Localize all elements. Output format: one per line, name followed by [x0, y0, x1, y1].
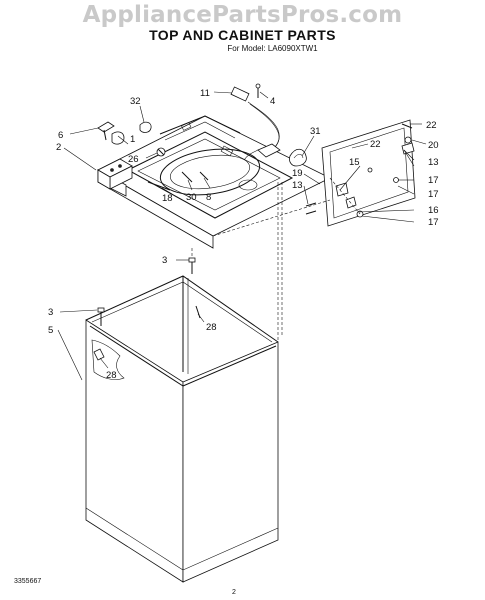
callout-13-left: 13	[292, 180, 303, 191]
callout-6: 6	[58, 130, 63, 141]
alignment-lines	[191, 177, 361, 342]
lid-assembly	[305, 119, 416, 227]
document-number: 3355667	[14, 578, 42, 585]
callout-28-front: 28	[106, 370, 117, 381]
top-panel	[97, 115, 331, 249]
leader-lines	[57, 91, 427, 381]
callout-3-left: 3	[48, 307, 53, 318]
callout-1: 1	[130, 134, 135, 145]
callout-22-left: 22	[370, 139, 381, 150]
callout-11: 11	[200, 88, 210, 99]
callout-31: 32	[130, 96, 141, 107]
callout-16: 17	[428, 175, 439, 186]
callout-15: 16	[428, 205, 439, 216]
callout-28-cabinet: 28	[206, 322, 217, 333]
callout-3-top: 3	[162, 255, 167, 266]
callout-2: 2	[56, 142, 61, 153]
site-watermark: AppliancePartsPros.com	[82, 2, 403, 28]
callout-8: 8	[206, 192, 211, 203]
page-number: 2	[232, 589, 236, 596]
callout-30: 30	[186, 192, 197, 203]
model-number: For Model: LA6090XTW1	[227, 44, 318, 53]
callout-18: 18	[162, 193, 173, 204]
callout-13-right: 13	[428, 157, 439, 168]
top-hardware	[97, 83, 307, 191]
callout-labels: 6 1 2 32 26 18 30 8 11 4 31 22 22 20 15 …	[48, 88, 439, 381]
callout-22-right: 22	[426, 120, 437, 131]
callout-19: 19	[292, 168, 303, 179]
cabinet	[85, 257, 279, 583]
callout-26: 26	[128, 154, 139, 165]
callout-17-top: 17	[428, 189, 439, 200]
callout-32: 31	[310, 126, 321, 137]
diagram-title: TOP AND CABINET PARTS	[149, 27, 336, 43]
callout-4: 4	[270, 96, 275, 107]
callout-20: 20	[428, 140, 439, 151]
callout-17-bottom: 17	[428, 217, 439, 228]
callout-5: 5	[48, 325, 53, 336]
callout-14: 15	[349, 157, 360, 168]
